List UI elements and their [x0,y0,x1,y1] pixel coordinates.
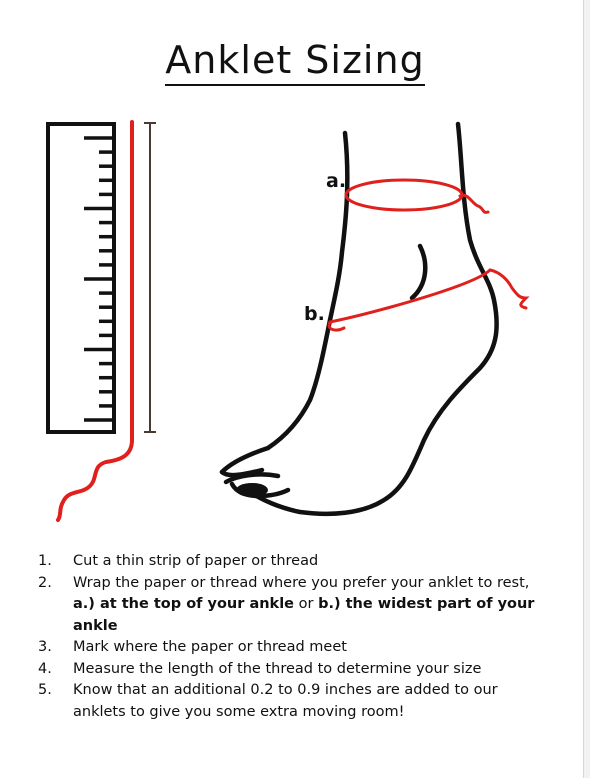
step-number: 5. [38,682,52,698]
instructions-list: 1. Cut a thin strip of paper or thread 2… [38,551,578,723]
list-item: 1. Cut a thin strip of paper or thread [38,551,578,573]
toe-nail-icon [236,483,268,497]
ruler-icon [46,122,116,434]
step-text: Measure the length of the thread to dete… [73,660,482,677]
list-item: 5. Know that an additional 0.2 to 0.9 in… [38,680,578,723]
sizing-illustration [46,120,530,522]
ankle-widest-thread-icon [327,268,530,332]
ankle-top-thread-icon [344,178,490,214]
thread-icon [56,120,134,522]
length-bracket-icon [144,122,156,433]
list-item: 4. Measure the length of the thread to d… [38,659,578,681]
label-a: a. [326,170,347,192]
list-item: 3. Mark where the paper or thread meet [38,637,578,659]
step-number: 3. [38,639,52,655]
list-item: 2. Wrap the paper or thread where you pr… [38,573,578,638]
step-connector: or [298,596,314,612]
step-text: Wrap the paper or thread where you prefe… [73,574,530,591]
step-text: Know that an additional 0.2 to 0.9 inche… [73,682,498,698]
page-title: Anklet Sizing [0,38,590,86]
label-b: b. [304,303,325,325]
step-text-continued: anklets to give you some extra moving ro… [73,703,405,720]
step-number: 4. [38,660,52,677]
step-text: Mark where the paper or thread meet [73,639,347,655]
step-number: 2. [38,574,52,591]
step-option-a: a.) at the top of your ankle [73,596,294,612]
step-option-b: b.) the widest part of your ankle [73,596,535,634]
foot-icon [219,121,499,517]
step-number: 1. [38,553,52,569]
step-text: Cut a thin strip of paper or thread [73,553,319,569]
